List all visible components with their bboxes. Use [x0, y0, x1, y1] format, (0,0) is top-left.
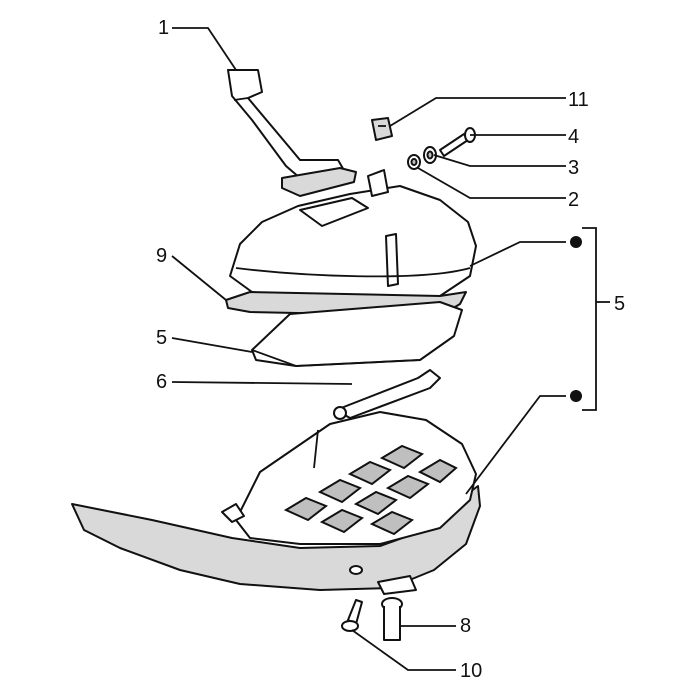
callout-4: 4	[568, 126, 579, 148]
support-bracket	[333, 369, 441, 420]
callout-11: 11	[568, 89, 589, 111]
callout-6: 6	[156, 371, 167, 393]
filter-housing-base	[71, 411, 481, 595]
callout-2: 2	[568, 189, 579, 211]
callout-5-left: 5	[156, 327, 167, 349]
intake-duct	[227, 69, 357, 197]
filter-element	[251, 301, 463, 367]
self-tapping-screw	[341, 599, 363, 632]
callout-5-bracket: 5	[614, 293, 625, 315]
washer-small	[407, 154, 421, 170]
filter-housing-cover	[229, 169, 477, 299]
bracket-dot-bottom	[570, 390, 582, 402]
base-grid	[283, 444, 458, 536]
screw	[439, 127, 476, 157]
bracket-dot-top	[570, 236, 582, 248]
callout-1: 1	[158, 17, 169, 39]
callout-labels: 1 11 4 3 2 9 5 6 5 8 10	[156, 17, 625, 682]
callout-10: 10	[460, 660, 482, 682]
callout-3: 3	[568, 157, 579, 179]
callout-8: 8	[460, 615, 471, 637]
leader-lines	[171, 27, 610, 671]
fastener-pin	[381, 597, 403, 641]
callout-9: 9	[156, 245, 167, 267]
clip-nut	[371, 117, 393, 141]
